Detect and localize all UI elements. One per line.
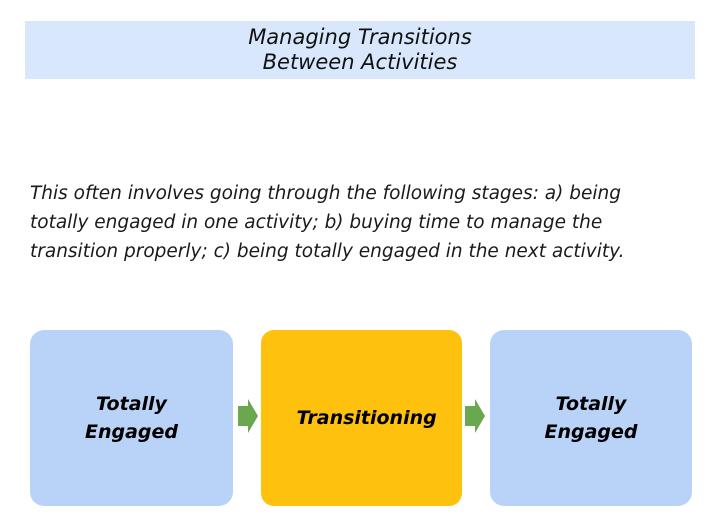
flow-box-label: Totally Engaged bbox=[544, 393, 638, 443]
flow-box-transitioning: Transitioning bbox=[261, 330, 462, 506]
page-title-line-2: Between Activities bbox=[262, 50, 458, 74]
intro-line: transition properly; c) being totally en… bbox=[30, 241, 625, 262]
flow-box-label: Totally Engaged bbox=[84, 393, 178, 443]
intro-line: This often involves going through the fo… bbox=[30, 183, 621, 204]
flow-box-label: Transitioning bbox=[296, 407, 437, 429]
right-arrow-icon bbox=[238, 397, 258, 435]
flow-box-totally-engaged-end: Totally Engaged bbox=[490, 330, 692, 506]
intro-line: totally engaged in one activity; b) buyi… bbox=[30, 212, 603, 233]
page-title-line-1: Managing Transitions bbox=[248, 25, 472, 49]
title-banner: Managing Transitions Between Activities bbox=[25, 21, 695, 79]
intro-paragraph: This often involves going through the fo… bbox=[30, 179, 700, 266]
flow-box-totally-engaged-start: Totally Engaged bbox=[30, 330, 233, 506]
right-arrow-icon bbox=[465, 397, 485, 435]
